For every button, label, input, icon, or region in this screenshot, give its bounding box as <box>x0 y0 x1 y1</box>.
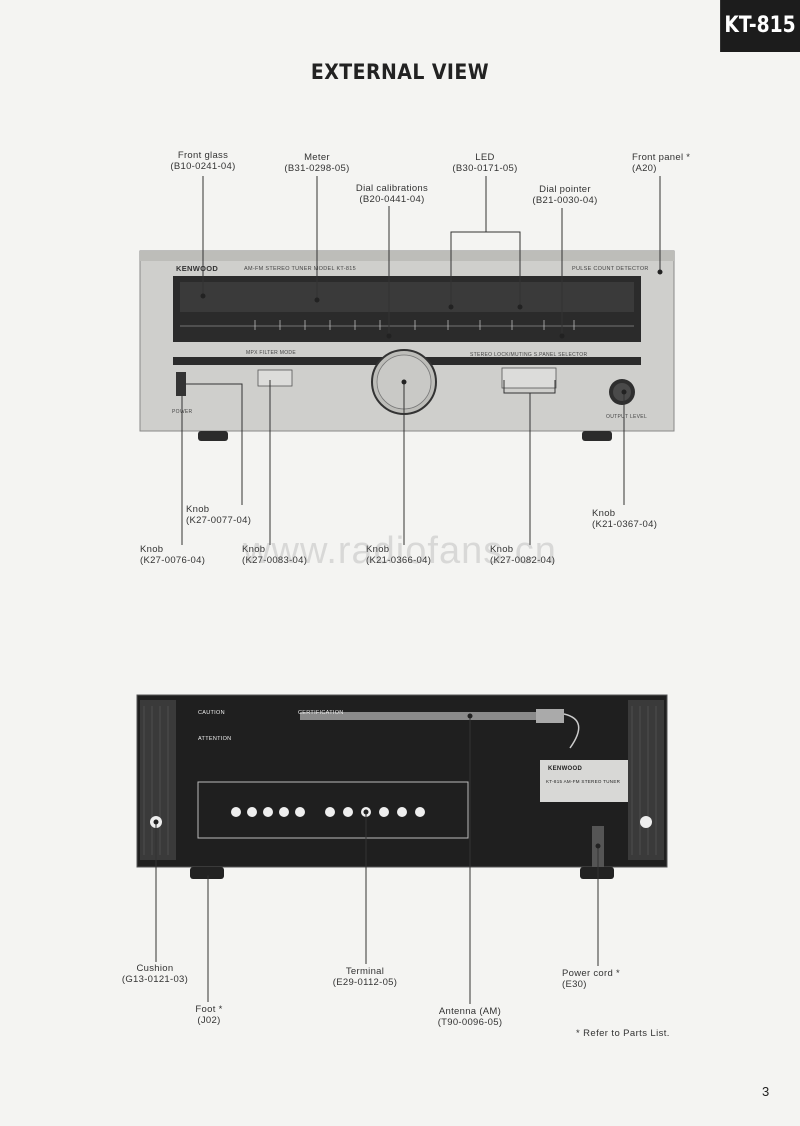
label-part: (B30-0171-05) <box>452 163 518 174</box>
label-antenna: Antenna (AM) (T90-0096-05) <box>424 1006 516 1028</box>
label-name: Knob <box>186 504 210 515</box>
label-part: (T90-0096-05) <box>437 1017 503 1028</box>
label-knob-k27-0083: Knob (K27-0083-04) <box>242 544 328 566</box>
selector-text: STEREO LOCK/MUTING S.PANEL SELECTOR <box>470 352 588 358</box>
label-part: (K27-0077-04) <box>186 515 252 526</box>
rear-model-label: KT-815 AM-FM STEREO TUNER <box>546 779 621 784</box>
label-part: (E29-0112-05) <box>332 977 398 988</box>
label-knob-k21-0366: Knob (K21-0366-04) <box>366 544 452 566</box>
rear-caution-text: CAUTION <box>198 710 225 716</box>
label-dial-calibrations: Dial calibrations (B20-0441-04) <box>346 183 438 205</box>
label-knob-k27-0076: Knob (K27-0076-04) <box>140 544 226 566</box>
label-name: Antenna (AM) <box>438 1006 502 1017</box>
label-part: (K21-0367-04) <box>592 519 658 530</box>
label-knob-k21-0367: Knob (K21-0367-04) <box>592 508 678 530</box>
label-name: Knob <box>366 544 390 555</box>
label-knob-k27-0077: Knob (K27-0077-04) <box>186 504 272 526</box>
label-part: (B10-0241-04) <box>170 161 236 172</box>
label-name: Power cord * <box>562 968 620 979</box>
label-part: (B31-0298-05) <box>284 163 350 174</box>
label-front-glass: Front glass (B10-0241-04) <box>160 150 246 172</box>
label-name: Knob <box>140 544 164 555</box>
footnote: * Refer to Parts List. <box>576 1028 670 1039</box>
label-terminal: Terminal (E29-0112-05) <box>322 966 408 988</box>
label-cushion: Cushion (G13-0121-03) <box>112 963 198 985</box>
label-name: Cushion <box>136 963 174 974</box>
label-name: Meter <box>304 152 330 163</box>
output-level-text: OUTPUT LEVEL <box>606 414 648 420</box>
label-part: (K27-0076-04) <box>140 555 206 566</box>
label-part: (E30) <box>562 979 587 990</box>
power-text: POWER <box>172 409 193 415</box>
label-knob-k27-0082: Knob (K27-0082-04) <box>490 544 576 566</box>
label-led: LED (B30-0171-05) <box>442 152 528 174</box>
label-part: (K27-0082-04) <box>490 555 556 566</box>
rear-certification-text: CERTIFICATION <box>298 710 344 716</box>
model-tag: KT-815 <box>720 0 800 52</box>
label-part: (G13-0121-03) <box>121 974 189 985</box>
label-meter: Meter (B31-0298-05) <box>274 152 360 174</box>
label-name: Foot * <box>195 1004 223 1015</box>
label-name: Terminal <box>345 966 385 977</box>
label-name: Knob <box>490 544 514 555</box>
label-name: Front glass <box>177 150 229 161</box>
label-dial-pointer: Dial pointer (B21-0030-04) <box>522 184 608 206</box>
label-part: (K27-0083-04) <box>242 555 308 566</box>
label-part: (A20) <box>632 163 657 174</box>
label-foot: Foot * (J02) <box>184 1004 234 1026</box>
front-brand-logo: KENWOOD <box>176 264 219 273</box>
label-power-cord: Power cord * (E30) <box>562 968 648 990</box>
label-name: Front panel * <box>632 152 691 163</box>
rear-brand-logo: KENWOOD <box>548 766 583 772</box>
front-panel-model-text: AM-FM STEREO TUNER MODEL KT-815 <box>244 266 356 272</box>
label-name: Knob <box>242 544 266 555</box>
page-title: EXTERNAL VIEW <box>310 60 490 84</box>
label-name: Dial pointer <box>539 184 591 195</box>
label-front-panel: Front panel * (A20) <box>632 152 712 174</box>
label-part: (B20-0441-04) <box>359 194 425 205</box>
label-part: (B21-0030-04) <box>532 195 598 206</box>
label-part: (J02) <box>197 1015 221 1026</box>
label-name: Dial calibrations <box>355 183 429 194</box>
page-number: 3 <box>762 1084 770 1099</box>
label-name: LED <box>475 152 495 163</box>
rear-attention-text: ATTENTION <box>198 736 232 742</box>
watermark: www.radiofans.cn <box>243 530 557 572</box>
label-part: (K21-0366-04) <box>366 555 432 566</box>
label-name: Knob <box>592 508 616 519</box>
detector-text: PULSE COUNT DETECTOR <box>572 266 649 272</box>
mpx-filter-text: MPX FILTER MODE <box>246 350 296 356</box>
